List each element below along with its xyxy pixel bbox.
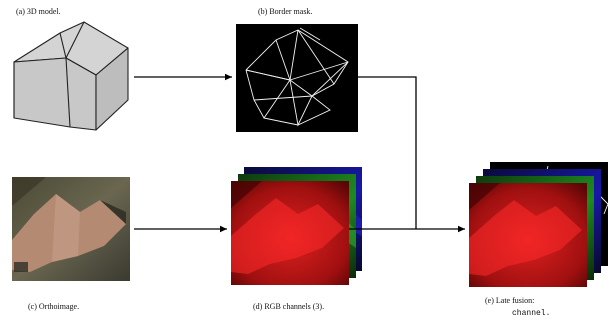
fusion-red-layer bbox=[469, 183, 587, 287]
red-channel-layer bbox=[231, 181, 349, 285]
caption-orthoimage: (c) Orthoimage. bbox=[28, 302, 79, 311]
panel-e-late-fusion: (e) Late fusion: channel. bbox=[469, 162, 609, 318]
panel-a-3d-model: (a) 3D model. bbox=[13, 7, 129, 131]
border-mask-lines bbox=[245, 27, 349, 127]
caption-late-fusion-method: channel. bbox=[512, 309, 550, 318]
panel-b-border-mask: (b) Border mask. bbox=[236, 7, 358, 132]
caption-3d-model: (a) 3D model. bbox=[16, 7, 61, 16]
caption-border-mask: (b) Border mask. bbox=[258, 7, 312, 16]
caption-late-fusion: (e) Late fusion: bbox=[485, 296, 534, 305]
panel-c-orthoimage: (c) Orthoimage. bbox=[12, 177, 130, 311]
3d-model-icon bbox=[13, 21, 129, 131]
arrows bbox=[134, 73, 465, 233]
caption-rgb-channels: (d) RGB channels (3). bbox=[253, 302, 324, 311]
panel-d-rgb-channels: (d) RGB channels (3). bbox=[231, 167, 362, 311]
connector-mask-to-fusion bbox=[358, 76, 417, 229]
